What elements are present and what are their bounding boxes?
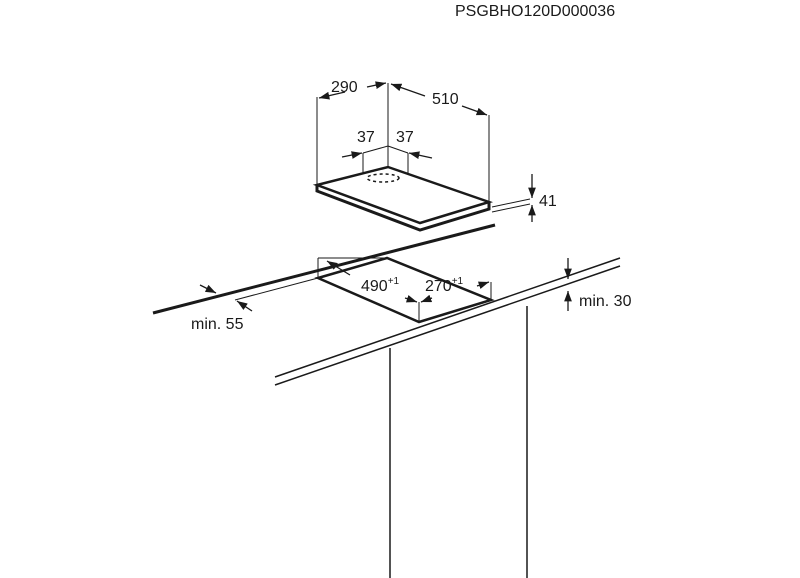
hob-width-label: 510 [432, 91, 459, 108]
min-back-distance-label: min. 55 [191, 316, 244, 333]
product-code: PSGBHO120D000036 [455, 3, 615, 20]
hob-depth-label: 290 [331, 79, 358, 96]
hob [312, 81, 536, 232]
cutout-width-label: 490+1 [361, 276, 400, 295]
inset-left-label: 37 [357, 129, 375, 146]
hob-height-label: 41 [539, 193, 557, 210]
burner-outline [366, 173, 400, 183]
min-worktop-thickness-label: min. 30 [579, 293, 632, 310]
worktop [152, 223, 621, 578]
cutout-depth-label: 270+1 [425, 276, 464, 295]
inset-right-label: 37 [396, 129, 414, 146]
